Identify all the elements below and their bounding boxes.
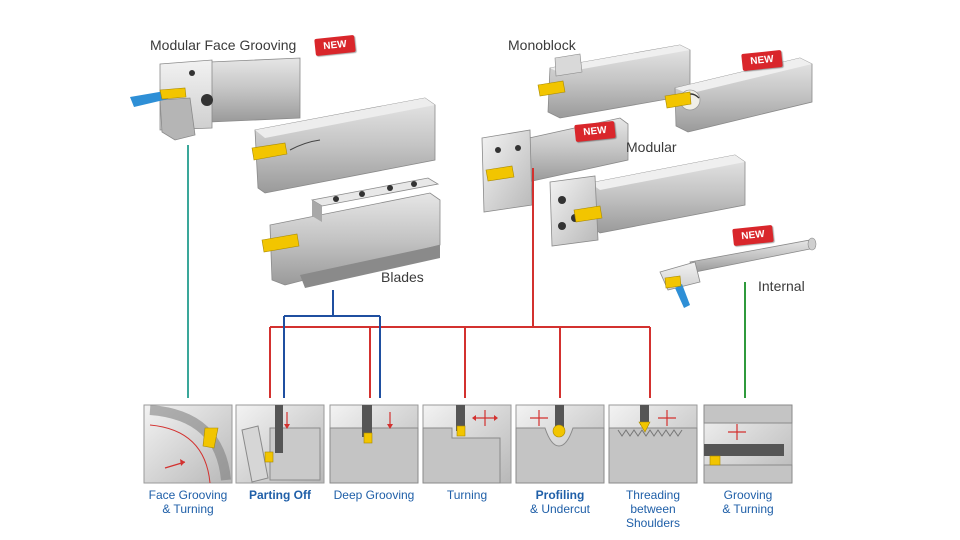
blades-connector [283, 290, 381, 398]
caption-line: Grooving [723, 488, 773, 502]
op-threading-diagram [608, 404, 698, 484]
op-parting-off-diagram [235, 404, 325, 484]
connector-lines [187, 145, 746, 398]
operation-boxes [143, 404, 793, 484]
caption-line: Turning [446, 488, 488, 502]
label-modular-face-grooving: Modular Face Grooving [150, 37, 297, 53]
monoblock-modular-connector [269, 168, 651, 398]
caption-turning: Turning [412, 488, 522, 502]
caption-line: Face Grooving [148, 488, 228, 502]
caption-line: & Undercut [529, 502, 591, 516]
caption-parting-off: Parting Off [225, 488, 335, 502]
op-face-grooving-diagram [143, 404, 233, 484]
caption-line: between [630, 502, 676, 516]
caption-deep-grooving: Deep Grooving [319, 488, 429, 502]
caption-threading: Threading between Shoulders [598, 488, 708, 530]
caption-grooving-turning: Grooving & Turning [693, 488, 803, 516]
modular-tool-lower [549, 154, 746, 247]
caption-face-grooving: Face Grooving & Turning [133, 488, 243, 516]
caption-line: & Turning [162, 502, 214, 516]
op-internal-grooving-diagram [703, 404, 793, 484]
label-modular: Modular [626, 139, 677, 155]
label-internal: Internal [758, 278, 805, 294]
caption-line: & Turning [722, 502, 774, 516]
label-blades: Blades [381, 269, 424, 285]
internal-boring-bar [659, 237, 817, 308]
op-deep-grooving-diagram [329, 404, 419, 484]
op-profiling-diagram [515, 404, 605, 484]
caption-line: Deep Grooving [333, 488, 415, 502]
caption-profiling: Profiling & Undercut [505, 488, 615, 516]
monoblock-tool-upper [537, 44, 691, 119]
caption-line: Shoulders [625, 516, 681, 530]
op-turning-diagram [422, 404, 512, 484]
blade-upper [251, 97, 436, 194]
blade-lower [261, 177, 441, 288]
modular-face-grooving-tool [130, 57, 301, 141]
caption-line: Threading [625, 488, 681, 502]
caption-line: Profiling [535, 488, 585, 502]
caption-line: Parting Off [249, 488, 311, 502]
label-monoblock: Monoblock [508, 37, 576, 53]
